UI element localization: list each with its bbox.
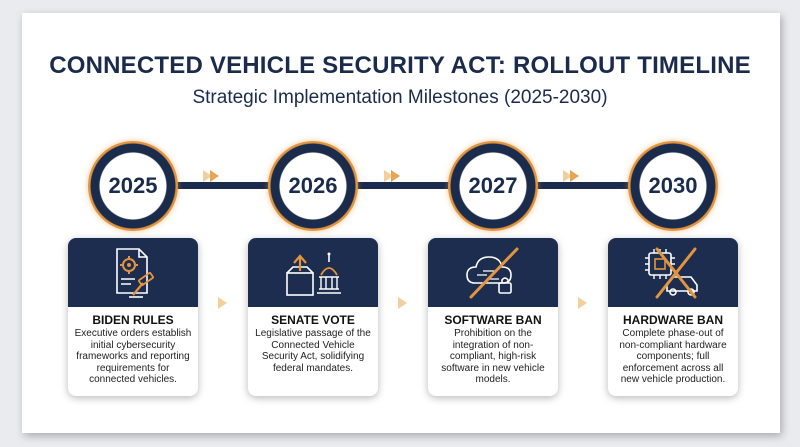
card-header: [608, 238, 738, 307]
card-arrow-icon: [218, 297, 227, 309]
timeline-arrow-icon: [203, 170, 212, 182]
milestone-description: Prohibition on the integration of non-co…: [441, 328, 545, 385]
year-marker-2025: 2025: [88, 141, 178, 231]
year-label: 2025: [108, 173, 158, 198]
chip-car-crossed-icon: [645, 247, 698, 299]
card-header: [428, 238, 558, 307]
year-marker-2030: 2030: [628, 141, 718, 231]
milestone-name: BIDEN RULES: [92, 313, 174, 327]
milestone-card-2025: BIDEN RULES Executive orders establish i…: [68, 238, 198, 396]
card-header: [68, 238, 198, 307]
milestone-description: Executive orders establish initial cyber…: [74, 328, 192, 385]
ballot-box-capitol-icon: [286, 252, 341, 296]
timeline-arrow-icon: [391, 170, 400, 182]
year-label: 2030: [648, 173, 698, 198]
card-arrow-icon: [578, 297, 587, 309]
document-gear-gavel-icon: [116, 248, 154, 298]
card-arrow-icon: [398, 297, 407, 309]
cloud-lock-crossed-icon: [466, 247, 519, 299]
timeline-arrow-icon: [570, 170, 579, 182]
page-subtitle: Strategic Implementation Milestones (202…: [192, 87, 608, 108]
milestone-description: Complete phase-out of non-compliant hard…: [619, 328, 727, 385]
milestone-name: SOFTWARE BAN: [444, 313, 542, 327]
card-header: [248, 238, 378, 307]
timeline-line: [120, 182, 680, 189]
milestone-description: Legislative passage of the Connected Veh…: [255, 328, 371, 374]
milestone-card-2027: SOFTWARE BAN Prohibition on the integrat…: [428, 238, 558, 396]
year-label: 2026: [288, 173, 338, 198]
milestone-card-2026: SENATE VOTE Legislative passage of the C…: [248, 238, 378, 396]
timeline-arrow-icon: [384, 170, 393, 182]
milestone-name: HARDWARE BAN: [623, 313, 723, 327]
milestone-card-2030: HARDWARE BAN Complete phase-out of non-c…: [608, 238, 738, 396]
timeline-arrow-icon: [210, 170, 219, 182]
year-label: 2027: [468, 173, 518, 198]
year-marker-2026: 2026: [268, 141, 358, 231]
page-title: CONNECTED VEHICLE SECURITY ACT: ROLLOUT …: [49, 52, 751, 79]
year-marker-2027: 2027: [448, 141, 538, 231]
milestone-name: SENATE VOTE: [271, 313, 355, 327]
timeline-arrow-icon: [563, 170, 572, 182]
